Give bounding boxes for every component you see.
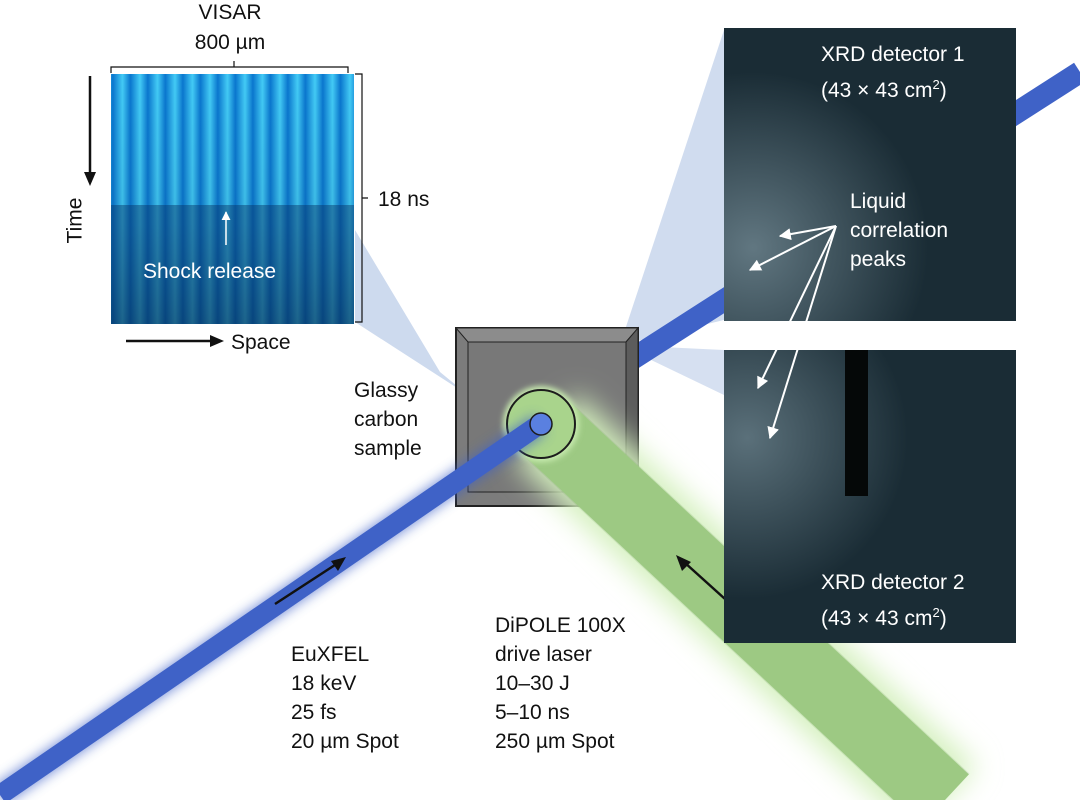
detector1-title: XRD detector 1 xyxy=(821,43,965,66)
time-axis-arrow xyxy=(84,76,96,186)
detector2-size: (43 × 43 cm2) xyxy=(821,605,947,630)
visar-time-bracket xyxy=(355,73,368,323)
time-axis-label: Time xyxy=(63,197,87,244)
laser-parameters: DiPOLE 100X drive laser 10–30 J 5–10 ns … xyxy=(495,614,626,753)
xray-spot xyxy=(529,412,553,436)
beam-block xyxy=(845,350,868,496)
visar-projection-cone xyxy=(355,230,468,395)
detector1-projection-cone xyxy=(620,30,724,345)
visar-width-label: 800 µm xyxy=(194,31,266,54)
shock-release-label: Shock release xyxy=(143,260,277,283)
xray-beam-core xyxy=(0,415,546,800)
xrd-detector-1 xyxy=(724,28,1016,321)
peaks-label: Liquid correlation peaks xyxy=(850,190,949,271)
detector1-size: (43 × 43 cm2) xyxy=(821,77,947,102)
visar-image xyxy=(111,74,354,324)
sample-label: Glassy carbon sample xyxy=(354,379,422,460)
space-axis-arrow xyxy=(126,335,224,347)
xrd-detector-2 xyxy=(724,350,1016,643)
visar-width-bracket xyxy=(110,61,349,73)
xfel-parameters: EuXFEL 18 keV 25 fs 20 µm Spot xyxy=(291,643,399,753)
peak-arrows xyxy=(748,225,837,440)
visar-title: VISAR xyxy=(198,1,262,24)
detector2-title: XRD detector 2 xyxy=(821,571,965,594)
visar-duration-label: 18 ns xyxy=(378,188,430,211)
space-axis-label: Space xyxy=(231,331,291,354)
xray-direction-arrow xyxy=(274,557,346,606)
